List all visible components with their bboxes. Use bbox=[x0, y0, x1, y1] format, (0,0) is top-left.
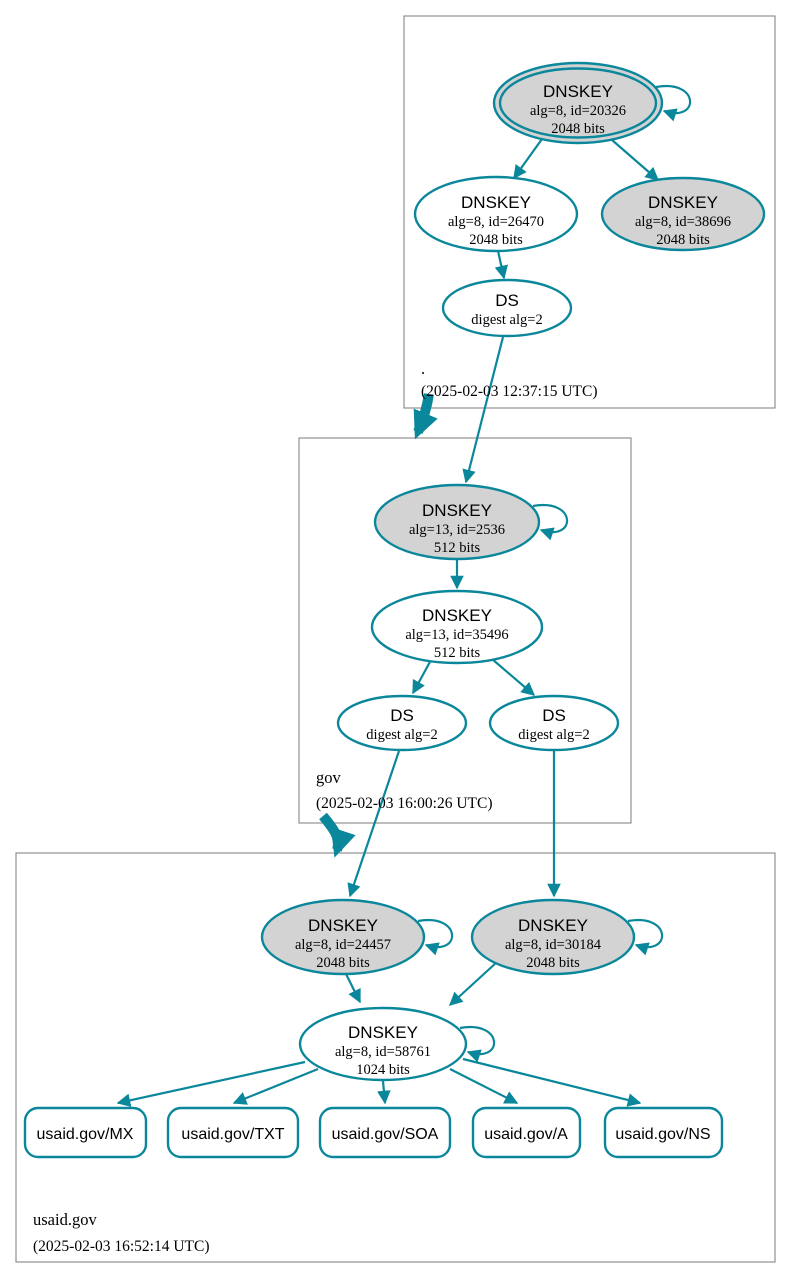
root-ds-detail: digest alg=2 bbox=[471, 312, 542, 328]
rrset-box-ns bbox=[603, 1106, 724, 1159]
rrset-usaid-mx: usaid.gov/MX bbox=[23, 1106, 148, 1159]
edge-gov-ds1-to-usaid-ksk1 bbox=[347, 750, 401, 898]
root-ksk-ellipse-inner bbox=[498, 67, 658, 139]
usaid-ksk2-bits: 2048 bits bbox=[526, 955, 580, 971]
rrset-label-txt: usaid.gov/TXT bbox=[181, 1126, 284, 1143]
root-standby-bits: 2048 bits bbox=[656, 232, 710, 248]
edge-root-ksk-to-standby bbox=[611, 139, 660, 181]
gov-zsk-title: DNSKEY bbox=[422, 606, 492, 625]
root-ksk-bits: 2048 bits bbox=[551, 121, 605, 137]
usaid-zsk-self-loop bbox=[459, 1025, 496, 1063]
rrset-label-mx: usaid.gov/MX bbox=[37, 1126, 134, 1143]
node-usaid-zsk: DNSKEY alg=8, id=58761 1024 bits bbox=[298, 1006, 496, 1082]
gov-ds2-title: DS bbox=[542, 706, 566, 725]
node-root-ds: DS digest alg=2 bbox=[441, 278, 573, 338]
usaid-ksk1-bits: 2048 bits bbox=[316, 955, 370, 971]
edge-usaid-zsk-to-soa bbox=[377, 1080, 391, 1105]
usaid-zsk-title: DNSKEY bbox=[348, 1023, 418, 1042]
zone-label-root: . bbox=[421, 359, 425, 378]
rrset-usaid-txt: usaid.gov/TXT bbox=[166, 1106, 300, 1159]
zone-timestamp-usaid: (2025-02-03 16:52:14 UTC) bbox=[33, 1238, 210, 1255]
edge-usaid-zsk-to-txt bbox=[232, 1067, 319, 1105]
node-root-ksk: DNSKEY alg=8, id=20326 2048 bits bbox=[492, 61, 692, 145]
edge-usaid-ksk1-to-zsk bbox=[345, 973, 361, 1004]
usaid-ksk1-title: DNSKEY bbox=[308, 916, 378, 935]
gov-ds1-detail: digest alg=2 bbox=[366, 727, 437, 743]
edge-delegation-root-to-gov bbox=[413, 393, 438, 440]
usaid-zsk-detail: alg=8, id=58761 bbox=[335, 1044, 431, 1060]
rrset-usaid-soa: usaid.gov/SOA bbox=[318, 1106, 452, 1159]
root-zsk-title: DNSKEY bbox=[461, 193, 531, 212]
usaid-ksk2-self-loop bbox=[627, 918, 664, 956]
rrset-label-soa: usaid.gov/SOA bbox=[332, 1126, 439, 1143]
gov-ksk-bits: 512 bits bbox=[434, 540, 481, 556]
usaid-ksk1-ellipse bbox=[260, 898, 426, 976]
gov-ksk-self-loop bbox=[532, 503, 569, 541]
root-ksk-self-loop bbox=[655, 84, 692, 122]
edge-root-ds-to-gov-ksk bbox=[462, 336, 505, 484]
edge-gov-zsk-to-ds1 bbox=[412, 659, 432, 695]
root-standby-detail: alg=8, id=38696 bbox=[635, 214, 731, 230]
root-ksk-title: DNSKEY bbox=[543, 82, 613, 101]
root-ksk-detail: alg=8, id=20326 bbox=[530, 103, 626, 119]
usaid-ksk2-ellipse bbox=[470, 898, 636, 976]
root-ds-ellipse bbox=[441, 278, 573, 338]
usaid-zsk-bits: 1024 bits bbox=[356, 1062, 410, 1078]
root-standby-ellipse bbox=[600, 176, 766, 252]
rrset-label-ns: usaid.gov/NS bbox=[615, 1126, 710, 1143]
root-zsk-detail: alg=8, id=26470 bbox=[448, 214, 544, 230]
edge-gov-zsk-to-ds2 bbox=[491, 658, 536, 696]
rrset-label-a: usaid.gov/A bbox=[484, 1126, 568, 1143]
rrset-box-soa bbox=[318, 1106, 452, 1159]
rrset-box-a bbox=[471, 1106, 582, 1159]
gov-ds2-ellipse bbox=[488, 694, 620, 752]
gov-ksk-detail: alg=13, id=2536 bbox=[409, 522, 505, 538]
gov-ksk-title: DNSKEY bbox=[422, 501, 492, 520]
zone-box-usaid-gov bbox=[15, 852, 776, 1263]
gov-zsk-detail: alg=13, id=35496 bbox=[405, 627, 508, 643]
node-gov-ksk: DNSKEY alg=13, id=2536 512 bits bbox=[373, 483, 569, 561]
node-gov-zsk: DNSKEY alg=13, id=35496 512 bits bbox=[370, 589, 544, 665]
usaid-ksk1-detail: alg=8, id=24457 bbox=[295, 937, 391, 953]
rrset-box-txt bbox=[166, 1106, 300, 1159]
zone-box-gov bbox=[298, 437, 632, 824]
node-usaid-ksk1: DNSKEY alg=8, id=24457 2048 bits bbox=[260, 898, 454, 976]
root-zsk-ellipse bbox=[413, 175, 579, 253]
zone-timestamp-gov: (2025-02-03 16:00:26 UTC) bbox=[316, 795, 493, 812]
gov-ksk-ellipse bbox=[373, 483, 541, 561]
edge-root-ksk-to-zsk bbox=[513, 138, 543, 180]
gov-ds1-title: DS bbox=[390, 706, 414, 725]
zone-timestamp-root: (2025-02-03 12:37:15 UTC) bbox=[421, 383, 598, 400]
edge-usaid-zsk-to-mx bbox=[116, 1060, 306, 1108]
node-gov-ds1: DS digest alg=2 bbox=[336, 694, 468, 752]
root-ksk-ellipse-outer bbox=[492, 61, 664, 145]
root-ds-title: DS bbox=[495, 291, 519, 310]
node-root-standby-key: DNSKEY alg=8, id=38696 2048 bits bbox=[600, 176, 766, 252]
edge-usaid-zsk-to-ns bbox=[462, 1057, 642, 1107]
gov-zsk-ellipse bbox=[370, 589, 544, 665]
node-root-zsk: DNSKEY alg=8, id=26470 2048 bits bbox=[413, 175, 579, 253]
root-standby-title: DNSKEY bbox=[648, 193, 718, 212]
rrset-usaid-ns: usaid.gov/NS bbox=[603, 1106, 724, 1159]
zone-label-gov: gov bbox=[316, 768, 342, 787]
rrset-usaid-a: usaid.gov/A bbox=[471, 1106, 582, 1159]
gov-ds1-ellipse bbox=[336, 694, 468, 752]
zone-label-usaid: usaid.gov bbox=[33, 1210, 97, 1229]
edge-delegation-gov-to-usaid bbox=[319, 812, 356, 858]
usaid-ksk2-detail: alg=8, id=30184 bbox=[505, 937, 602, 953]
root-zsk-bits: 2048 bits bbox=[469, 232, 523, 248]
node-usaid-ksk2: DNSKEY alg=8, id=30184 2048 bits bbox=[470, 898, 664, 976]
rrset-box-mx bbox=[23, 1106, 148, 1159]
gov-zsk-bits: 512 bits bbox=[434, 645, 481, 661]
edge-root-zsk-to-ds bbox=[494, 250, 508, 280]
node-gov-ds2: DS digest alg=2 bbox=[488, 694, 620, 752]
edge-usaid-zsk-to-a bbox=[449, 1068, 519, 1104]
usaid-zsk-ellipse bbox=[298, 1006, 468, 1082]
usaid-ksk2-title: DNSKEY bbox=[518, 916, 588, 935]
gov-ds2-detail: digest alg=2 bbox=[518, 727, 589, 743]
usaid-ksk1-self-loop bbox=[417, 918, 454, 956]
zone-box-root bbox=[403, 15, 776, 409]
edge-usaid-ksk2-to-zsk bbox=[448, 961, 498, 1006]
